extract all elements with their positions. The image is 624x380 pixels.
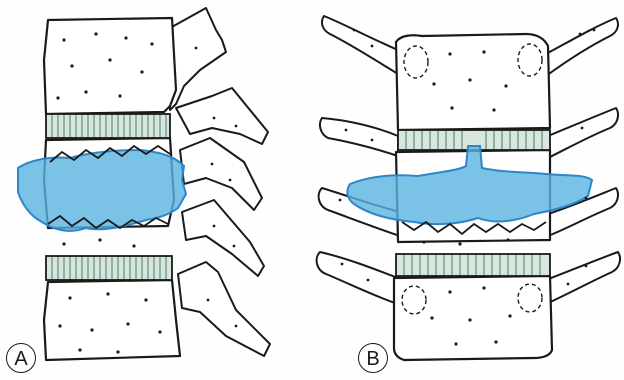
spinous-process-lower — [182, 200, 264, 276]
spinous-process-bottom — [178, 262, 270, 356]
panel-b-drawing — [310, 0, 624, 380]
transverse-process-left-2 — [320, 118, 398, 156]
panel-a-drawing — [0, 0, 310, 380]
transverse-process-left-1 — [322, 16, 398, 74]
transverse-process-left-4 — [317, 252, 398, 304]
panel-a-lateral-view: A — [0, 0, 310, 380]
spinous-process-middle — [180, 138, 262, 210]
vertebral-body-top — [44, 18, 176, 114]
panel-label-b: B — [358, 343, 388, 373]
transverse-process-right-4 — [546, 252, 620, 304]
transverse-process-right-1 — [546, 18, 618, 76]
vertebral-body-bottom-b — [394, 276, 552, 360]
intervertebral-disc-lower-b — [396, 254, 550, 276]
spinous-process-upper — [176, 88, 268, 144]
vertebral-body-top-b — [396, 34, 550, 130]
transverse-process-right-2 — [548, 108, 618, 158]
intervertebral-disc-lower — [46, 256, 172, 280]
panel-label-a: A — [6, 343, 36, 373]
intervertebral-disc-upper — [46, 114, 170, 138]
vertebral-body-bottom — [44, 280, 180, 360]
panel-b-posterior-view: B — [310, 0, 624, 380]
